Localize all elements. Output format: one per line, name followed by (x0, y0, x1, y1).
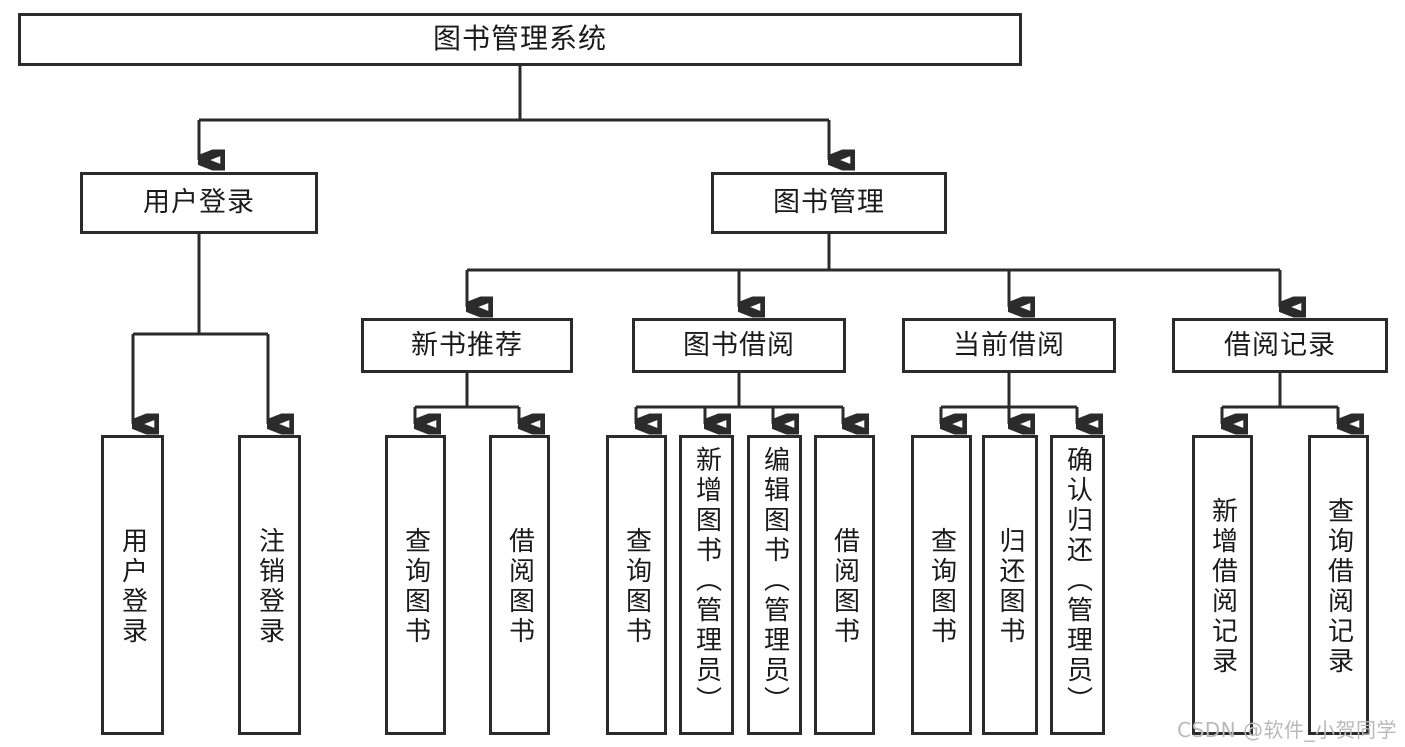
leaf-query-book-borrow[interactable]: 查询图书 (606, 435, 667, 735)
node-root-book-management-system[interactable]: 图书管理系统 (18, 13, 1022, 66)
node-book-management[interactable]: 图书管理 (711, 172, 947, 234)
leaf-user-logout[interactable]: 注销登录 (238, 435, 301, 735)
node-current-borrow[interactable]: 当前借阅 (902, 318, 1116, 373)
node-label: 新书推荐 (411, 329, 523, 361)
leaf-edit-book-admin[interactable]: 编辑图书（管理员） (747, 435, 802, 735)
node-label: 用户登录 (117, 527, 148, 647)
node-label: 注销登录 (254, 527, 285, 647)
node-label: 确认归还（管理员） (1062, 446, 1093, 716)
leaf-confirm-return-admin[interactable]: 确认归还（管理员） (1050, 435, 1105, 735)
node-label: 借阅图书 (829, 527, 860, 647)
node-borrow-record[interactable]: 借阅记录 (1172, 318, 1388, 373)
node-label: 查询图书 (621, 527, 652, 647)
leaf-query-book-recommend[interactable]: 查询图书 (385, 435, 446, 735)
node-new-book-recommend[interactable]: 新书推荐 (361, 318, 573, 373)
node-label: 借阅记录 (1224, 329, 1336, 361)
leaf-add-borrow-record[interactable]: 新增借阅记录 (1192, 435, 1253, 735)
leaf-user-login[interactable]: 用户登录 (101, 435, 164, 735)
node-user-login[interactable]: 用户登录 (80, 172, 318, 234)
leaf-borrow-book-borrow[interactable]: 借阅图书 (814, 435, 875, 735)
node-label: 归还图书 (995, 527, 1026, 647)
node-label: 新增借阅记录 (1207, 497, 1238, 677)
node-book-borrow[interactable]: 图书借阅 (632, 318, 846, 373)
node-label: 编辑图书（管理员） (759, 446, 790, 716)
node-label: 新增图书（管理员） (691, 446, 722, 716)
node-label: 查询图书 (926, 527, 957, 647)
node-label: 图书管理系统 (432, 22, 607, 56)
leaf-query-book-current[interactable]: 查询图书 (911, 435, 972, 735)
node-label: 当前借阅 (953, 329, 1065, 361)
node-label: 查询图书 (400, 527, 431, 647)
leaf-query-borrow-record[interactable]: 查询借阅记录 (1308, 435, 1369, 735)
leaf-add-book-admin[interactable]: 新增图书（管理员） (679, 435, 734, 735)
node-label: 用户登录 (143, 187, 255, 219)
node-label: 查询借阅记录 (1323, 497, 1354, 677)
node-label: 图书借阅 (683, 329, 795, 361)
csdn-watermark: CSDN @软件_小贺同学 (1177, 718, 1397, 742)
node-label: 图书管理 (773, 187, 885, 219)
node-label: 借阅图书 (504, 527, 535, 647)
leaf-return-book[interactable]: 归还图书 (982, 435, 1038, 735)
leaf-borrow-book-recommend[interactable]: 借阅图书 (489, 435, 550, 735)
